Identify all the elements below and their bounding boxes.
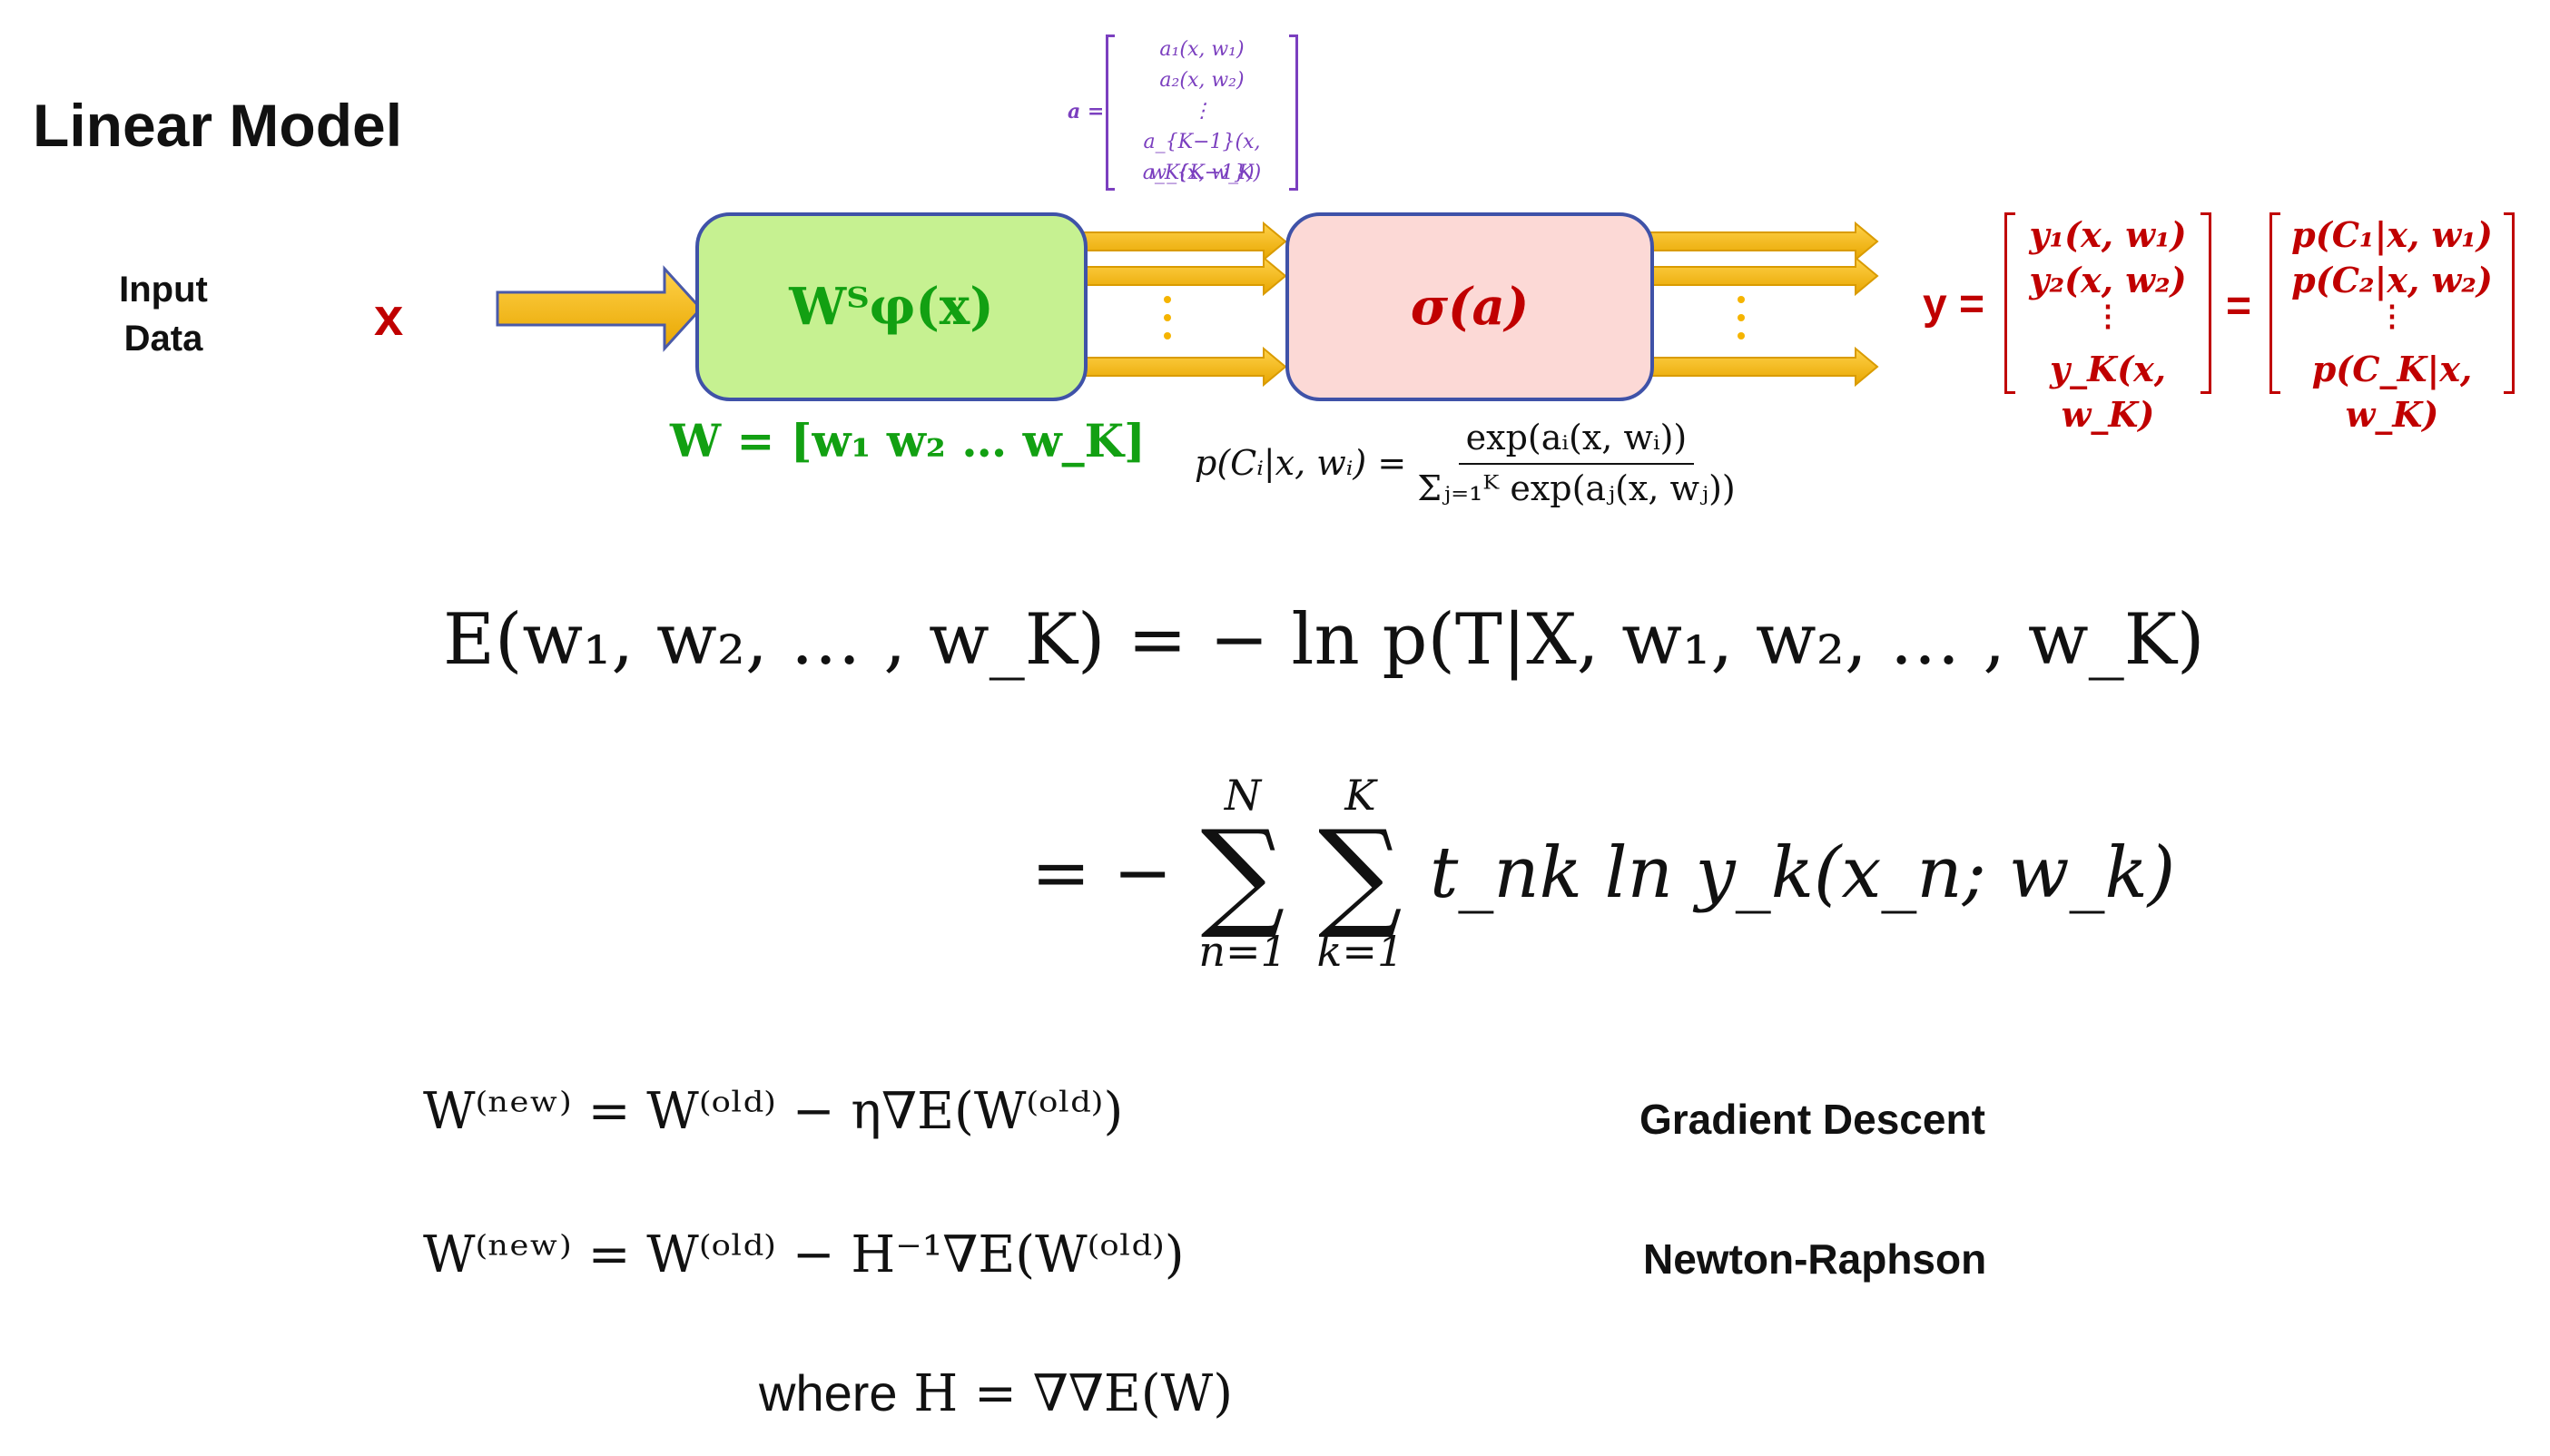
softmax-formula: p(Cᵢ|x, wᵢ) = exp(aᵢ(x, wᵢ)) Σⱼ₌₁ᴷ exp(a… bbox=[1195, 418, 1736, 508]
output-probability-vector: p(C₁|x, w₁) p(C₂|x, w₂) ⋮ p(C_K|x, w_K) bbox=[2269, 212, 2515, 435]
activation-arrow-2 bbox=[1083, 255, 1287, 297]
output-label: y = bbox=[1923, 280, 1985, 329]
activation-vector-label: a = bbox=[1068, 100, 1105, 123]
sigma-symbol: ∑ bbox=[1200, 804, 1285, 942]
softmax-expression: σ(a) bbox=[1410, 277, 1530, 337]
activation-arrow-1 bbox=[1083, 221, 1287, 262]
output-p-row: ⋮ bbox=[2378, 299, 2407, 333]
output-y-row: y₁(x, w₁) bbox=[2029, 214, 2187, 255]
output-arrow-2 bbox=[1649, 255, 1879, 297]
gradient-descent-label: Gradient Descent bbox=[1639, 1096, 1985, 1143]
linear-transform-expression: Wᵀφ(x) bbox=[789, 277, 994, 337]
sum-n-lower: n=1 bbox=[1198, 927, 1287, 976]
output-equals: = bbox=[2226, 282, 2252, 330]
activation-arrow-dots bbox=[1164, 296, 1171, 339]
activation-row: a₁(x, w₁) bbox=[1159, 38, 1245, 61]
hessian-definition: where H = ∇∇E(W) bbox=[759, 1363, 1233, 1423]
activation-vector: a₁(x, w₁) a₂(x, w₂) ⋮ a_{K−1}(x, w_{K−1}… bbox=[1106, 34, 1298, 191]
output-y-row: ⋮ bbox=[2093, 299, 2122, 333]
weight-matrix-definition: W = [w₁ w₂ … w_K] bbox=[670, 414, 1146, 467]
input-symbol: x bbox=[374, 288, 404, 347]
output-y-row: y₂(x, w₂) bbox=[2029, 260, 2187, 300]
page-title: Linear Model bbox=[33, 92, 403, 159]
output-p-row: p(C₂|x, w₂) bbox=[2291, 260, 2493, 300]
softmax-denominator: Σⱼ₌₁ᴷ exp(aⱼ(x, wⱼ)) bbox=[1417, 468, 1736, 508]
activation-row: a_{K−1}(x, w_{K−1}) bbox=[1143, 131, 1261, 184]
softmax-numerator: exp(aᵢ(x, wᵢ)) bbox=[1458, 418, 1695, 465]
softmax-formula-lhs: p(Cᵢ|x, wᵢ) = bbox=[1195, 443, 1407, 483]
linear-transform-block: Wᵀφ(x) bbox=[695, 212, 1088, 401]
sum-k-lower: k=1 bbox=[1316, 927, 1404, 976]
sum-over-n: N ∑ n=1 bbox=[1198, 772, 1286, 975]
hessian-equation: H = ∇∇E(W) bbox=[913, 1364, 1234, 1423]
softmax-block: σ(a) bbox=[1285, 212, 1654, 401]
activation-arrow-k bbox=[1083, 346, 1287, 388]
newton-raphson-equation: W⁽ⁿᵉʷ⁾ = W⁽ᵒˡᵈ⁾ − H⁻¹∇E(W⁽ᵒˡᵈ⁾) bbox=[423, 1225, 1185, 1284]
output-arrow-dots bbox=[1738, 296, 1745, 339]
input-arrow bbox=[496, 265, 704, 352]
sum-k-upper: K bbox=[1344, 771, 1376, 820]
input-data-label: Input Data bbox=[119, 270, 208, 359]
sum-over-k: K ∑ k=1 bbox=[1317, 772, 1404, 975]
newton-raphson-label: Newton-Raphson bbox=[1643, 1235, 1987, 1283]
output-y-row: y_K(x, w_K) bbox=[2050, 349, 2166, 435]
sigma-symbol: ∑ bbox=[1317, 804, 1403, 942]
output-y-vector: y₁(x, w₁) y₂(x, w₂) ⋮ y_K(x, w_K) bbox=[2004, 212, 2211, 435]
error-summand: t_nk ln y_k(x_n; w_k) bbox=[1430, 832, 2176, 914]
hessian-prefix: where bbox=[759, 1364, 898, 1422]
error-function-equation: E(w₁, w₂, … , w_K) = − ln p(T|X, w₁, w₂,… bbox=[443, 599, 2205, 681]
output-p-row: p(C₁|x, w₁) bbox=[2291, 214, 2493, 255]
activation-row: a₂(x, w₂) bbox=[1159, 69, 1245, 92]
output-arrow-1 bbox=[1649, 221, 1879, 262]
activation-row: a_K(x, w_K) bbox=[1142, 162, 1262, 184]
gradient-descent-equation: W⁽ⁿᵉʷ⁾ = W⁽ᵒˡᵈ⁾ − η∇E(W⁽ᵒˡᵈ⁾) bbox=[423, 1082, 1124, 1141]
output-arrow-k bbox=[1649, 346, 1879, 388]
sum-n-upper: N bbox=[1224, 771, 1262, 820]
error-function-sum: = − N ∑ n=1 K ∑ k=1 t_nk ln y_k(x_n; w_k… bbox=[1031, 772, 2175, 975]
output-p-row: p(C_K|x, w_K) bbox=[2311, 349, 2473, 435]
activation-row: ⋮ bbox=[1192, 100, 1212, 123]
softmax-fraction: exp(aᵢ(x, wᵢ)) Σⱼ₌₁ᴷ exp(aⱼ(x, wⱼ)) bbox=[1417, 418, 1736, 508]
error-sum-prefix: = − bbox=[1031, 832, 1173, 914]
